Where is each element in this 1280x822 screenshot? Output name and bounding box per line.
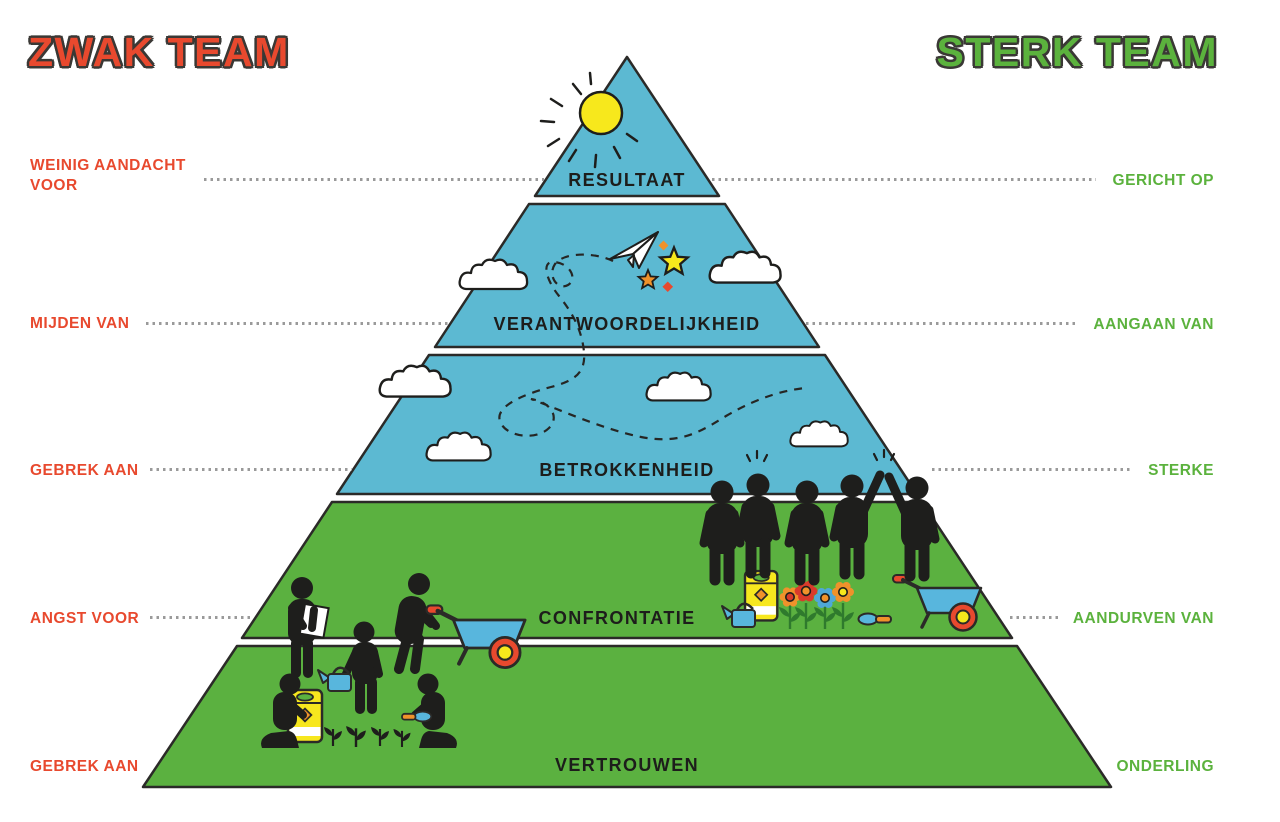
layer-name-resultaat: RESULTAAT [568, 170, 686, 190]
weak-label-confrontatie: ANGST VOOR [30, 610, 140, 627]
vertrouwen-garden [261, 573, 525, 749]
weak-label-resultaat: WEINIG AANDACHT VOOR [30, 157, 186, 194]
person-pushing-icon [394, 573, 440, 674]
layer-name-verantwoordelijkheid: VERANTWOORDELIJKHEID [493, 314, 761, 334]
trowel-icon [401, 710, 433, 723]
paper-plane-icon [609, 231, 659, 269]
strong-label-betrokkenheid: STERKE [1148, 462, 1214, 479]
flower-icon [830, 582, 856, 631]
flight-trail [498, 253, 806, 441]
layer-resultaat-shape [533, 55, 721, 198]
weak-label-betrokkenheid: GEBREK AAN [30, 462, 139, 479]
weak-team-title: ZWAK TEAM [28, 29, 290, 75]
layer-name-vertrouwen: VERTROUWEN [555, 755, 699, 775]
leader-dots [146, 322, 448, 325]
layer-verantwoordelijkheid-shape [433, 202, 821, 349]
strong-label-resultaat: GERICHT OP [1112, 172, 1214, 189]
leader-dots [204, 178, 544, 181]
leader-dots [712, 178, 1096, 181]
sun-icon [539, 71, 639, 169]
leader-dots [150, 468, 352, 471]
leader-dots [1010, 616, 1060, 619]
person-kneeling-icon [411, 673, 457, 748]
strong-team-title: STERK TEAM [936, 29, 1218, 75]
flower-icon [777, 587, 803, 631]
leader-dots [932, 468, 1132, 471]
person-reading-icon [288, 577, 330, 678]
leader-dots [806, 322, 1076, 325]
strong-label-vertrouwen: ONDERLING [1116, 758, 1214, 775]
leader-dots [150, 616, 250, 619]
layer-name-betrokkenheid: BETROKKENHEID [539, 460, 715, 480]
confrontatie-garden [720, 569, 983, 633]
spark-diamond-icon [662, 281, 674, 293]
strong-label-verantwoordelijkheid: AANGAAN VAN [1093, 316, 1214, 333]
layer-vertrouwen-shape [141, 644, 1113, 789]
person-kneeling-icon [261, 673, 307, 748]
strong-label-confrontatie: AANDURVEN VAN [1072, 610, 1214, 627]
weak-label-verantwoordelijkheid: MIJDEN VAN [30, 315, 130, 332]
spark-diamond-icon [658, 240, 669, 251]
flower-icon [812, 588, 838, 631]
weak-label-vertrouwen: GEBREK AAN [30, 758, 139, 775]
layer-name-confrontatie: CONFRONTATIE [538, 608, 696, 628]
